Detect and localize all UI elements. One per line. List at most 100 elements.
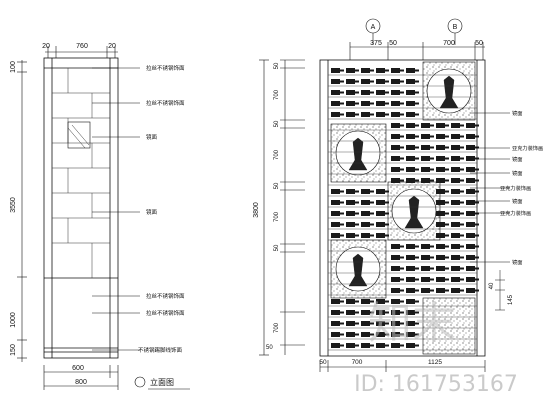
wine-bottle-neck [355, 69, 359, 72]
wine-bottle-neck [370, 201, 374, 204]
wine-bottle [346, 79, 355, 84]
wine-bottle-neck [370, 80, 374, 83]
left-mirror-panel [67, 121, 91, 149]
wine-bottle [451, 178, 460, 183]
wine-bottle [376, 90, 385, 95]
wine-bottle-neck [385, 201, 389, 204]
wine-bottle-neck [385, 300, 389, 303]
wine-bottle-neck [370, 91, 374, 94]
right-side-dimension [259, 59, 305, 356]
left-callout-7: 不锈钢踢脚线饰面 [138, 346, 183, 354]
wine-bottle-neck [400, 146, 404, 149]
wine-bottle-neck [355, 311, 359, 314]
wine-bottle [406, 288, 415, 293]
wine-bottle-neck [460, 256, 464, 259]
right-side-dim-6: 700 [274, 211, 280, 222]
wine-bottle [361, 68, 370, 73]
wine-bottle-neck [415, 322, 419, 325]
wine-bottle [361, 233, 370, 238]
wine-bottle [406, 68, 415, 73]
wine-bottle-neck [340, 234, 344, 237]
wine-bottle [466, 255, 475, 260]
wine-bottle-neck [460, 190, 464, 193]
wine-bottle-neck [355, 344, 359, 347]
wine-bottle-neck [340, 91, 344, 94]
wine-bottle [436, 200, 445, 205]
wine-bottle-neck [370, 113, 374, 116]
right-callout-4: 镜面 [512, 169, 522, 177]
wine-bottle [421, 178, 430, 183]
wine-bottle-neck [475, 157, 479, 160]
right-callout-5: 亚克力装饰画 [500, 184, 531, 192]
wine-bottle [346, 343, 355, 348]
wine-bottle-neck [415, 102, 419, 105]
left-side-dim-2: 3550 [10, 197, 17, 213]
wine-bottle [376, 310, 385, 315]
wine-bottle-neck [385, 223, 389, 226]
wine-bottle-neck [430, 157, 434, 160]
left-elevation: 20 760 20 100 3550 1000 150 [10, 43, 190, 390]
wine-bottle [451, 156, 460, 161]
wine-bottle [466, 233, 475, 238]
wine-bottle [391, 156, 400, 161]
wine-bottle [406, 90, 415, 95]
wine-bottle [451, 167, 460, 172]
wine-bottle-neck [475, 256, 479, 259]
wine-bottle-neck [340, 300, 344, 303]
left-bottom-dimension [43, 365, 119, 390]
wine-bottle [331, 189, 340, 194]
wine-bottle [331, 299, 340, 304]
wine-bottle [346, 332, 355, 337]
wine-bottle [466, 123, 475, 128]
wine-bottle [451, 211, 460, 216]
wine-bottle [331, 222, 340, 227]
right-elevation: A B 375 50 700 50 [253, 18, 543, 372]
wine-bottle [421, 145, 430, 150]
wine-bottle-neck [385, 333, 389, 336]
wine-bottle [361, 79, 370, 84]
wine-bottle [361, 310, 370, 315]
wine-bottle-neck [355, 234, 359, 237]
wine-bottle-neck [445, 234, 449, 237]
wine-bottle-neck [355, 322, 359, 325]
left-callout-2: 拉丝不锈钢饰面 [146, 99, 185, 107]
wine-bottle-neck [340, 212, 344, 215]
wine-bottle [391, 266, 400, 271]
wine-bottle [466, 156, 475, 161]
wine-bottle-neck [460, 135, 464, 138]
wine-bottle-neck [475, 234, 479, 237]
wine-bottle-neck [415, 256, 419, 259]
wine-bottle [436, 244, 445, 249]
wine-bottle-neck [460, 179, 464, 182]
wine-bottle-neck [415, 113, 419, 116]
wine-bottle-neck [415, 146, 419, 149]
wine-bottle-neck [400, 102, 404, 105]
svg-text:A: A [371, 24, 376, 31]
wine-bottle-neck [340, 344, 344, 347]
wine-bottle-neck [430, 168, 434, 171]
left-side-dim-3: 1000 [10, 312, 17, 328]
wine-bottle-neck [430, 135, 434, 138]
wine-bottle [421, 134, 430, 139]
wine-bottle [361, 321, 370, 326]
left-side-dim-4: 150 [10, 344, 17, 356]
wine-bottle [421, 277, 430, 282]
right-callout-2: 亚克力装饰画 [512, 144, 543, 152]
wine-bottle [406, 343, 415, 348]
wine-bottle [406, 332, 415, 337]
section-marker-a: A [365, 18, 381, 45]
wine-bottle-neck [355, 80, 359, 83]
watermark: 知末 ID: 161753167 [354, 298, 518, 397]
wine-bottle [421, 255, 430, 260]
left-title-block: 立面图 [134, 376, 190, 390]
right-top-dim-3: 700 [443, 40, 455, 47]
wine-bottle-neck [430, 267, 434, 270]
wine-bottle [466, 222, 475, 227]
wine-bottle [361, 101, 370, 106]
right-top-dimension [349, 42, 485, 60]
wine-bottle-neck [340, 311, 344, 314]
wine-bottle [451, 255, 460, 260]
wine-bottle [406, 123, 415, 128]
wine-bottle-neck [445, 278, 449, 281]
